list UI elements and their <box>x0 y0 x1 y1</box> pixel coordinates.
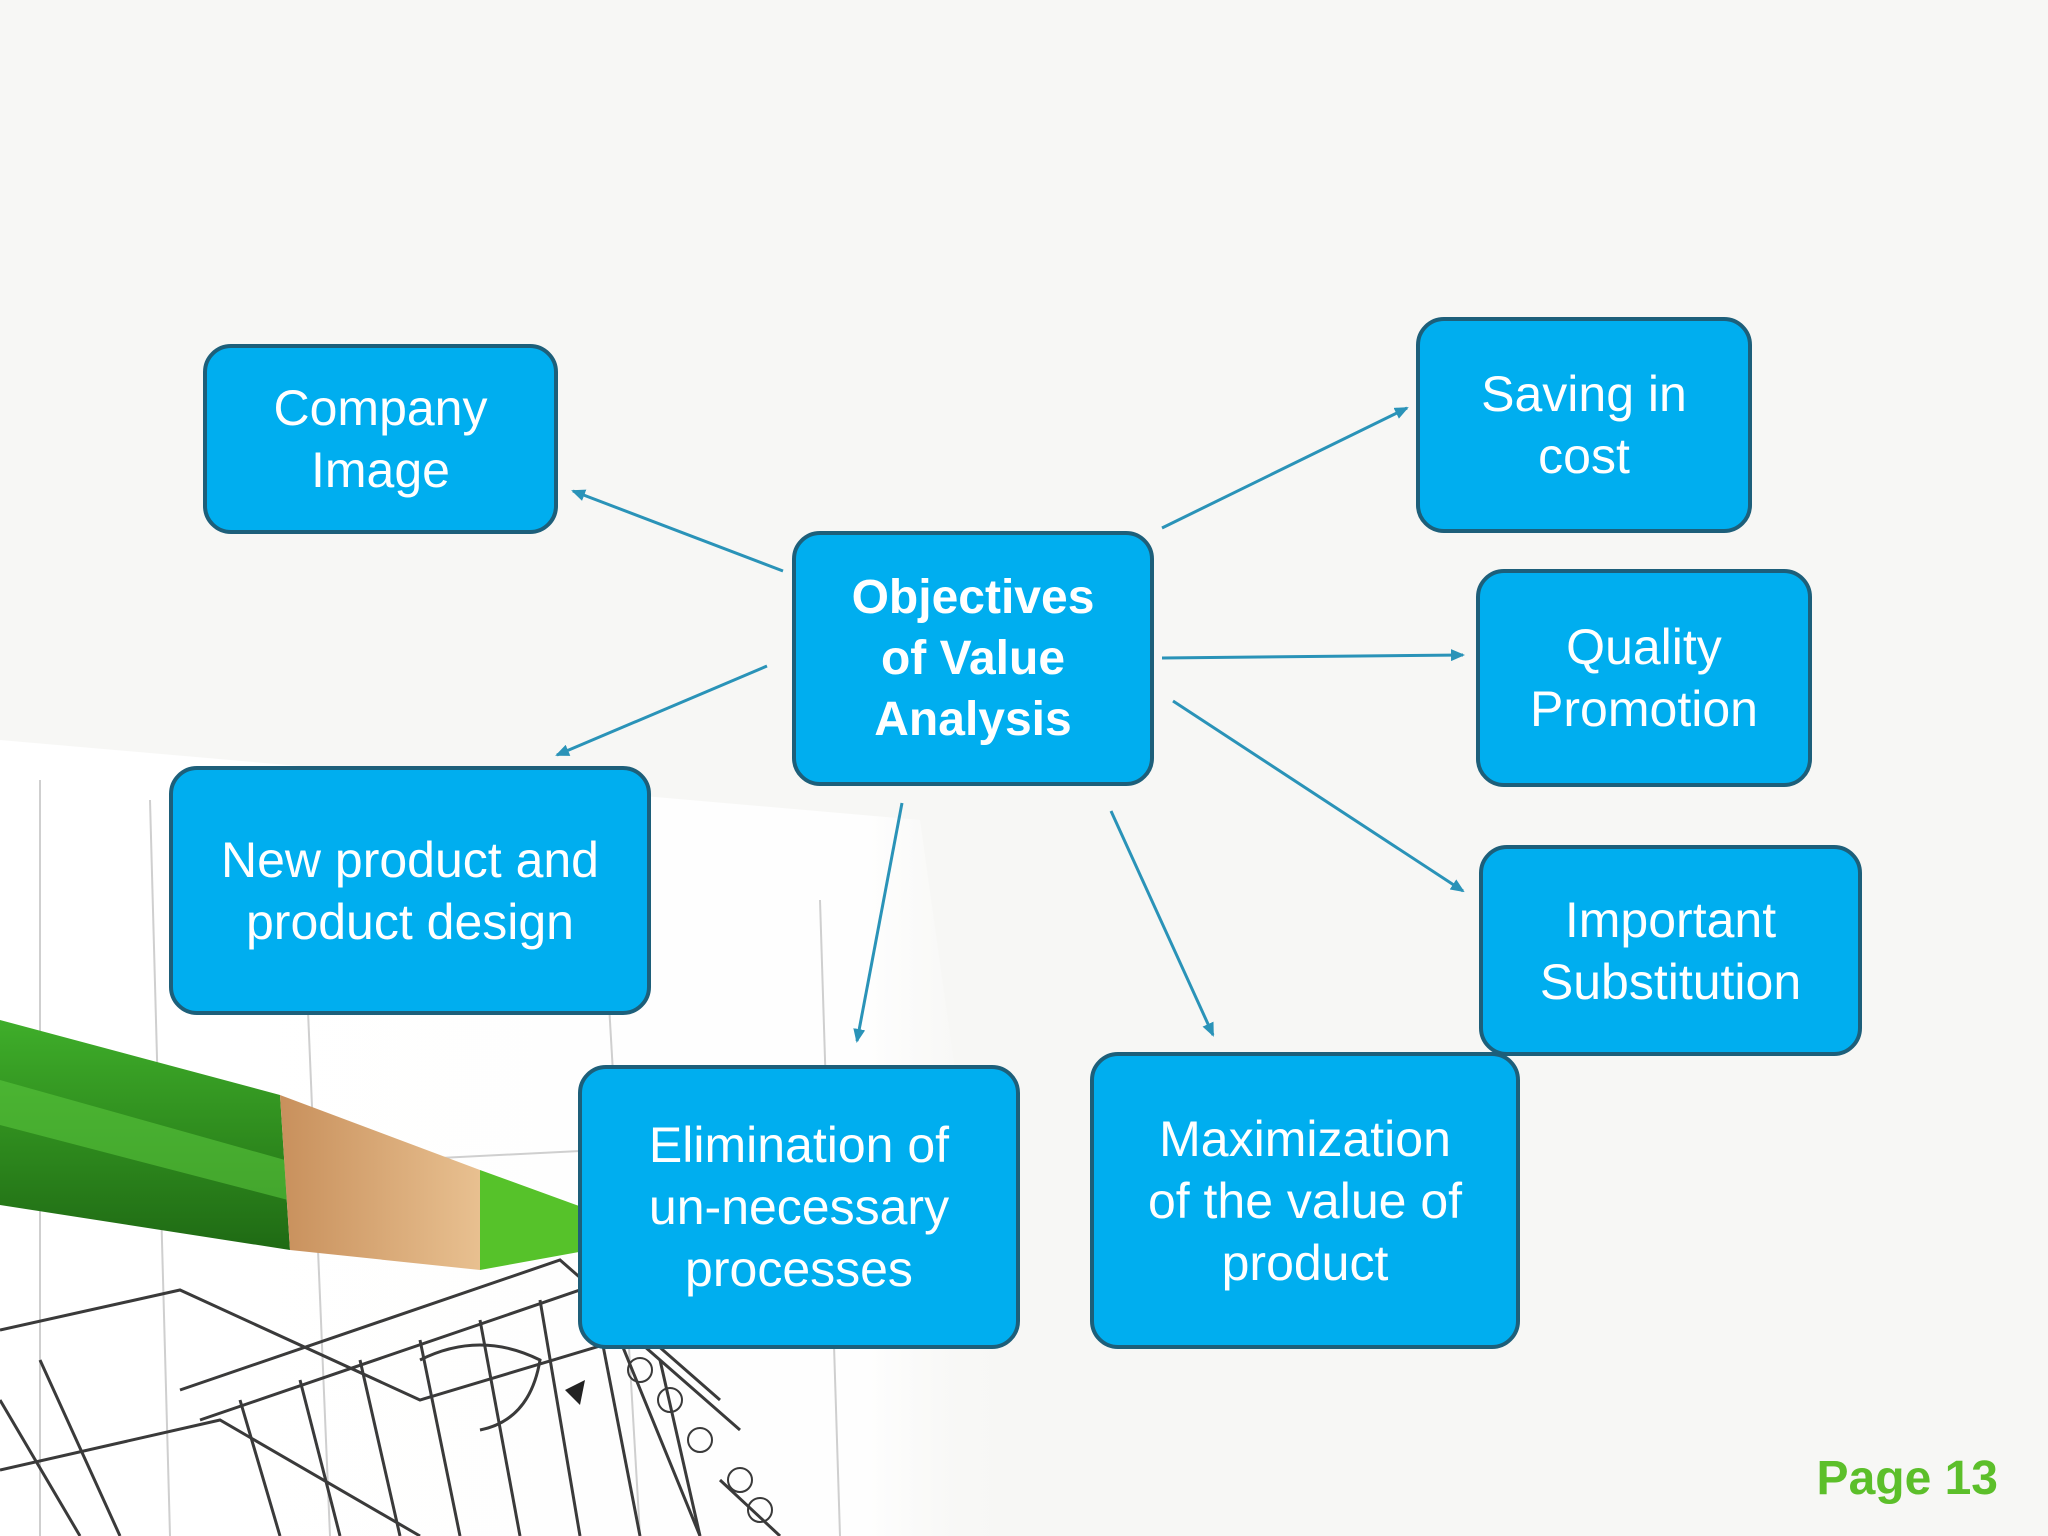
arrow-to-important-substitution <box>1172 699 1465 893</box>
maximization-box: Maximization of the value of product <box>1090 1052 1520 1349</box>
arrow-to-company-image <box>571 489 784 573</box>
page-number: Page 13 <box>1816 1452 1998 1505</box>
company-image-box: Company Image <box>203 344 558 534</box>
arrow-to-saving-in-cost <box>1161 406 1409 530</box>
new-product-design-box: New product and product design <box>169 766 651 1015</box>
arrow-to-new-product-design <box>555 664 768 757</box>
quality-promotion-box: Quality Promotion <box>1476 569 1812 787</box>
arrow-to-maximization <box>1109 810 1215 1037</box>
arrow-to-quality-promotion <box>1161 649 1465 662</box>
saving-in-cost-box: Saving in cost <box>1416 317 1752 533</box>
central-objectives-box: Objectives of Value Analysis <box>792 531 1154 786</box>
elimination-box: Elimination of un-necessary processes <box>578 1065 1020 1349</box>
arrow-to-elimination <box>853 802 904 1043</box>
important-substitution-box: Important Substitution <box>1479 845 1862 1056</box>
